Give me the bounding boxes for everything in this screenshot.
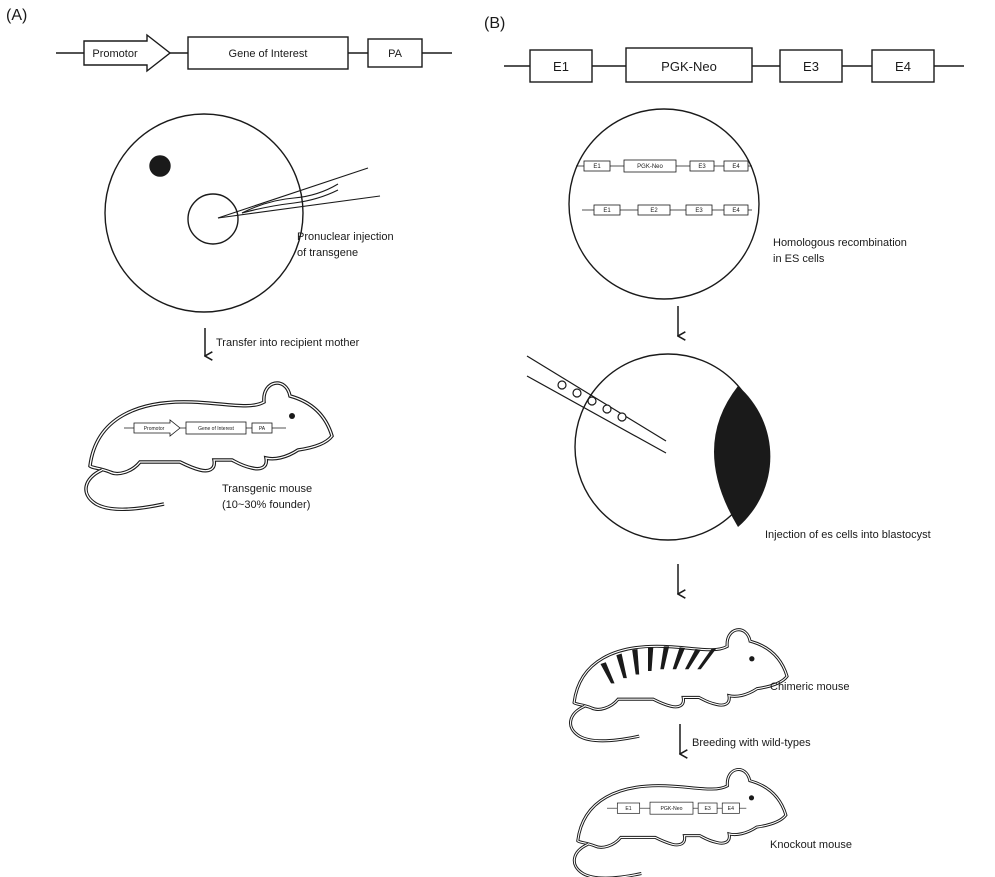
- ko-e4-label: E4: [728, 806, 734, 812]
- polya-label: PA: [388, 48, 403, 60]
- mouse-promoter-label: Promotor: [144, 426, 165, 432]
- knockout-eye: [749, 795, 754, 800]
- transgenic-caption-2: (10~30% founder): [222, 499, 310, 511]
- ko-neo-label: PGK-Neo: [660, 806, 682, 812]
- transgenic-caption-1: Transgenic mouse: [222, 483, 312, 495]
- blastocyst-caption: Injection of es cells into blastocyst: [765, 529, 931, 541]
- recomb-top-e3: E3: [698, 164, 706, 170]
- recombination-top-construct: [576, 160, 752, 172]
- gene-label: Gene of Interest: [229, 48, 308, 60]
- pgk-neo-label: PGK-Neo: [661, 59, 717, 74]
- promoter-label: Promotor: [92, 48, 138, 60]
- recomb-top-e1: E1: [593, 164, 601, 170]
- panel-b: (B) E1 PGK-Neo E3 E4 E1 PGK-Neo E3 E4: [484, 15, 964, 877]
- injection-caption-2: of transgene: [297, 247, 358, 259]
- es-cell-circle: [569, 109, 759, 299]
- chimeric-caption: Chimeric mouse: [770, 681, 849, 693]
- e4-label: E4: [895, 59, 911, 74]
- panel-a: (A) Promotor Gene of Interest PA Pronucl…: [6, 7, 452, 511]
- transfer-caption: Transfer into recipient mother: [216, 337, 360, 349]
- ko-e3-label: E3: [704, 806, 710, 812]
- ko-e1-label: E1: [625, 806, 631, 812]
- blastocyst: [575, 354, 770, 540]
- chimera-eye: [749, 656, 754, 661]
- recomb-bottom-e1: E1: [603, 208, 611, 214]
- zygote-circle: [105, 114, 303, 312]
- mouse-gene-label: Gene of Interest: [198, 426, 234, 432]
- breeding-caption: Breeding with wild-types: [692, 737, 811, 749]
- recomb-caption-1: Homologous recombination: [773, 237, 907, 249]
- recomb-bottom-e3: E3: [695, 208, 703, 214]
- panel-b-label: (B): [484, 15, 505, 32]
- mouse-eye: [289, 413, 295, 419]
- panel-a-label: (A): [6, 7, 27, 24]
- recomb-bottom-e4: E4: [732, 208, 740, 214]
- zygote: [105, 114, 303, 312]
- recomb-top-neo: PGK-Neo: [637, 164, 663, 170]
- recomb-top-e4: E4: [732, 164, 740, 170]
- chimeric-mouse: [571, 630, 788, 741]
- polar-body: [150, 156, 170, 176]
- recomb-caption-2: in ES cells: [773, 253, 825, 265]
- mouse-polya-label: PA: [259, 426, 266, 432]
- e1-label: E1: [553, 59, 569, 74]
- e3-label: E3: [803, 59, 819, 74]
- recomb-bottom-e2: E2: [650, 208, 658, 214]
- knockout-caption: Knockout mouse: [770, 839, 852, 851]
- knockout-mouse: E1 PGK-Neo E3 E4: [574, 769, 786, 877]
- injection-caption-1: Pronuclear injection: [297, 231, 394, 243]
